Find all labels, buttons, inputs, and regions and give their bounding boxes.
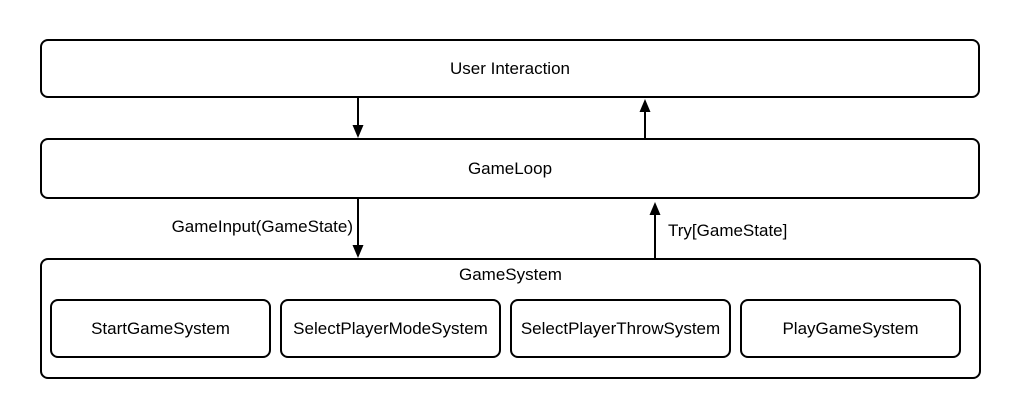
edge-label-game-input: GameInput(GameState) — [171, 216, 353, 238]
box-game-system-label: GameSystem — [459, 265, 562, 284]
arrow-game-loop-to-user-interaction — [639, 99, 651, 138]
box-game-loop: GameLoop — [40, 138, 980, 199]
edge-label-try: Try[GameState] — [668, 220, 788, 242]
arrow-game-loop-to-game-system — [352, 199, 364, 258]
arrow-user-interaction-to-game-loop — [352, 98, 364, 138]
box-select-player-mode-system-label: SelectPlayerModeSystem — [293, 318, 488, 338]
box-game-loop-label: GameLoop — [467, 158, 553, 178]
box-user-interaction-label: User Interaction — [450, 58, 570, 78]
box-start-game-system-label: StartGameSystem — [91, 318, 230, 338]
box-select-player-throw-system-label: SelectPlayerThrowSystem — [520, 318, 721, 338]
arrow-game-system-to-game-loop — [649, 202, 661, 258]
box-select-player-mode-system: SelectPlayerModeSystem — [280, 299, 501, 358]
box-play-game-system: PlayGameSystem — [740, 299, 961, 358]
box-start-game-system: StartGameSystem — [50, 299, 271, 358]
box-select-player-throw-system: SelectPlayerThrowSystem — [510, 299, 731, 358]
box-user-interaction: User Interaction — [40, 39, 980, 98]
box-play-game-system-label: PlayGameSystem — [782, 318, 919, 338]
